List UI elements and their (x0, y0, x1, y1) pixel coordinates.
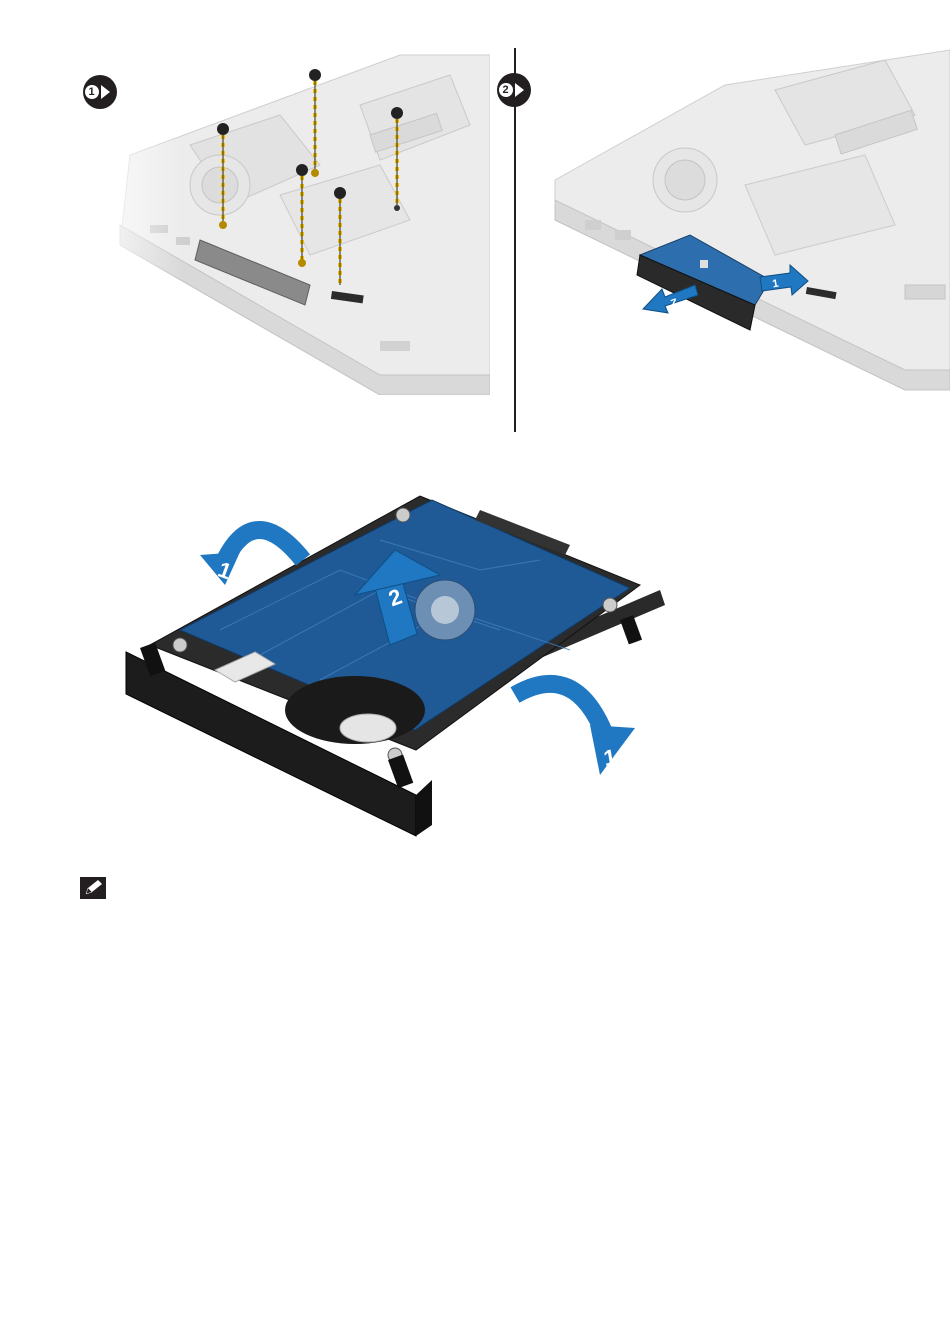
step-play-icon (515, 83, 524, 97)
hard-drive-callouts: 1 2 1 (195, 500, 645, 785)
step1-illustration (80, 45, 490, 395)
step2-number: 2 (499, 83, 513, 97)
step2-callouts: 1 2 (640, 255, 810, 325)
step1-badge: 1 (83, 75, 117, 109)
curved-arrow-icon (515, 684, 635, 775)
note-pencil-icon (80, 877, 106, 899)
step2-illustration (545, 45, 950, 395)
step1-number: 1 (85, 85, 99, 99)
step-play-icon (101, 85, 110, 99)
arrow-right-icon (760, 265, 808, 295)
step2-badge: 2 (497, 73, 531, 107)
